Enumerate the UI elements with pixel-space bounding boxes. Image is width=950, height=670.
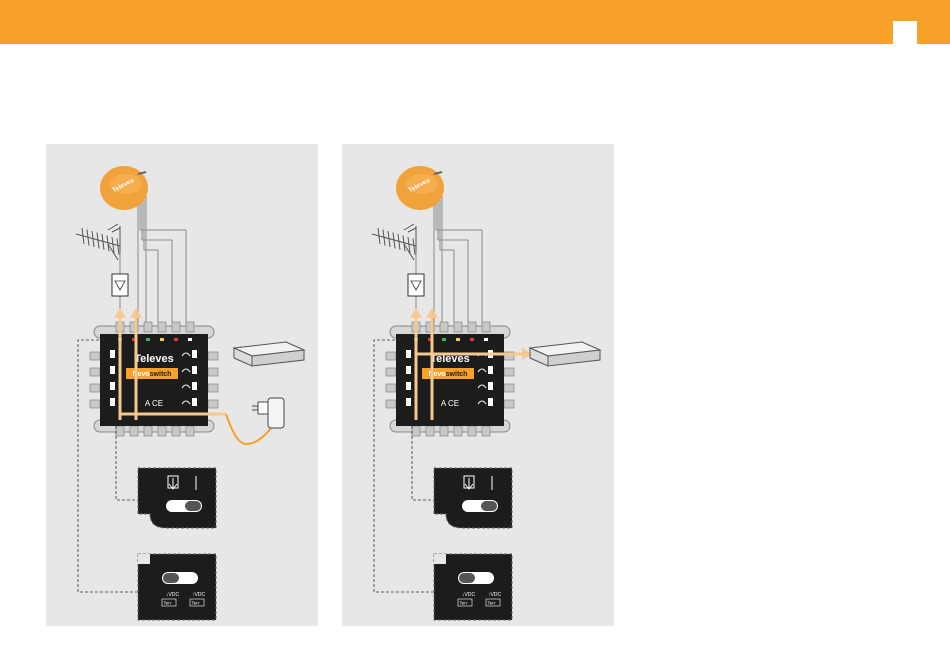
power-supply-icon	[226, 398, 284, 444]
satellite-dish-icon: Televes	[100, 166, 148, 210]
receiver-icon	[234, 342, 304, 366]
switch-detail-top	[138, 468, 216, 528]
switch-detail-bottom: ↓VDC ↑VDC Terr Terr	[138, 554, 216, 620]
svg-text:Terr: Terr	[460, 601, 468, 606]
amplifier-icon	[408, 274, 424, 296]
svg-text:Nevoswitch: Nevoswitch	[133, 371, 172, 378]
switch-detail-bottom: ↓VDC ↑VDC Terr Terr	[434, 554, 512, 620]
terrestrial-antenna-icon	[76, 224, 120, 260]
svg-text:Terr: Terr	[164, 601, 172, 606]
amplifier-icon	[112, 274, 128, 296]
svg-text:Terr: Terr	[192, 601, 200, 606]
receiver-icon	[530, 342, 600, 366]
svg-text:↓VDC: ↓VDC	[166, 592, 179, 598]
svg-text:↓VDC: ↓VDC	[462, 592, 475, 598]
svg-text:↑VDC: ↑VDC	[488, 592, 501, 598]
svg-text:A CE: A CE	[441, 399, 459, 408]
svg-text:Televes: Televes	[134, 353, 174, 365]
satellite-dish-icon: Televes	[396, 166, 444, 210]
switch-detail-top	[434, 468, 512, 528]
page-number-box	[893, 21, 917, 44]
svg-text:A CE: A CE	[145, 399, 163, 408]
header-bar	[0, 0, 950, 44]
svg-text:↑VDC: ↑VDC	[192, 592, 205, 598]
terrestrial-antenna-icon	[372, 224, 416, 260]
svg-text:Nevoswitch: Nevoswitch	[429, 371, 468, 378]
svg-text:Terr: Terr	[488, 601, 496, 606]
